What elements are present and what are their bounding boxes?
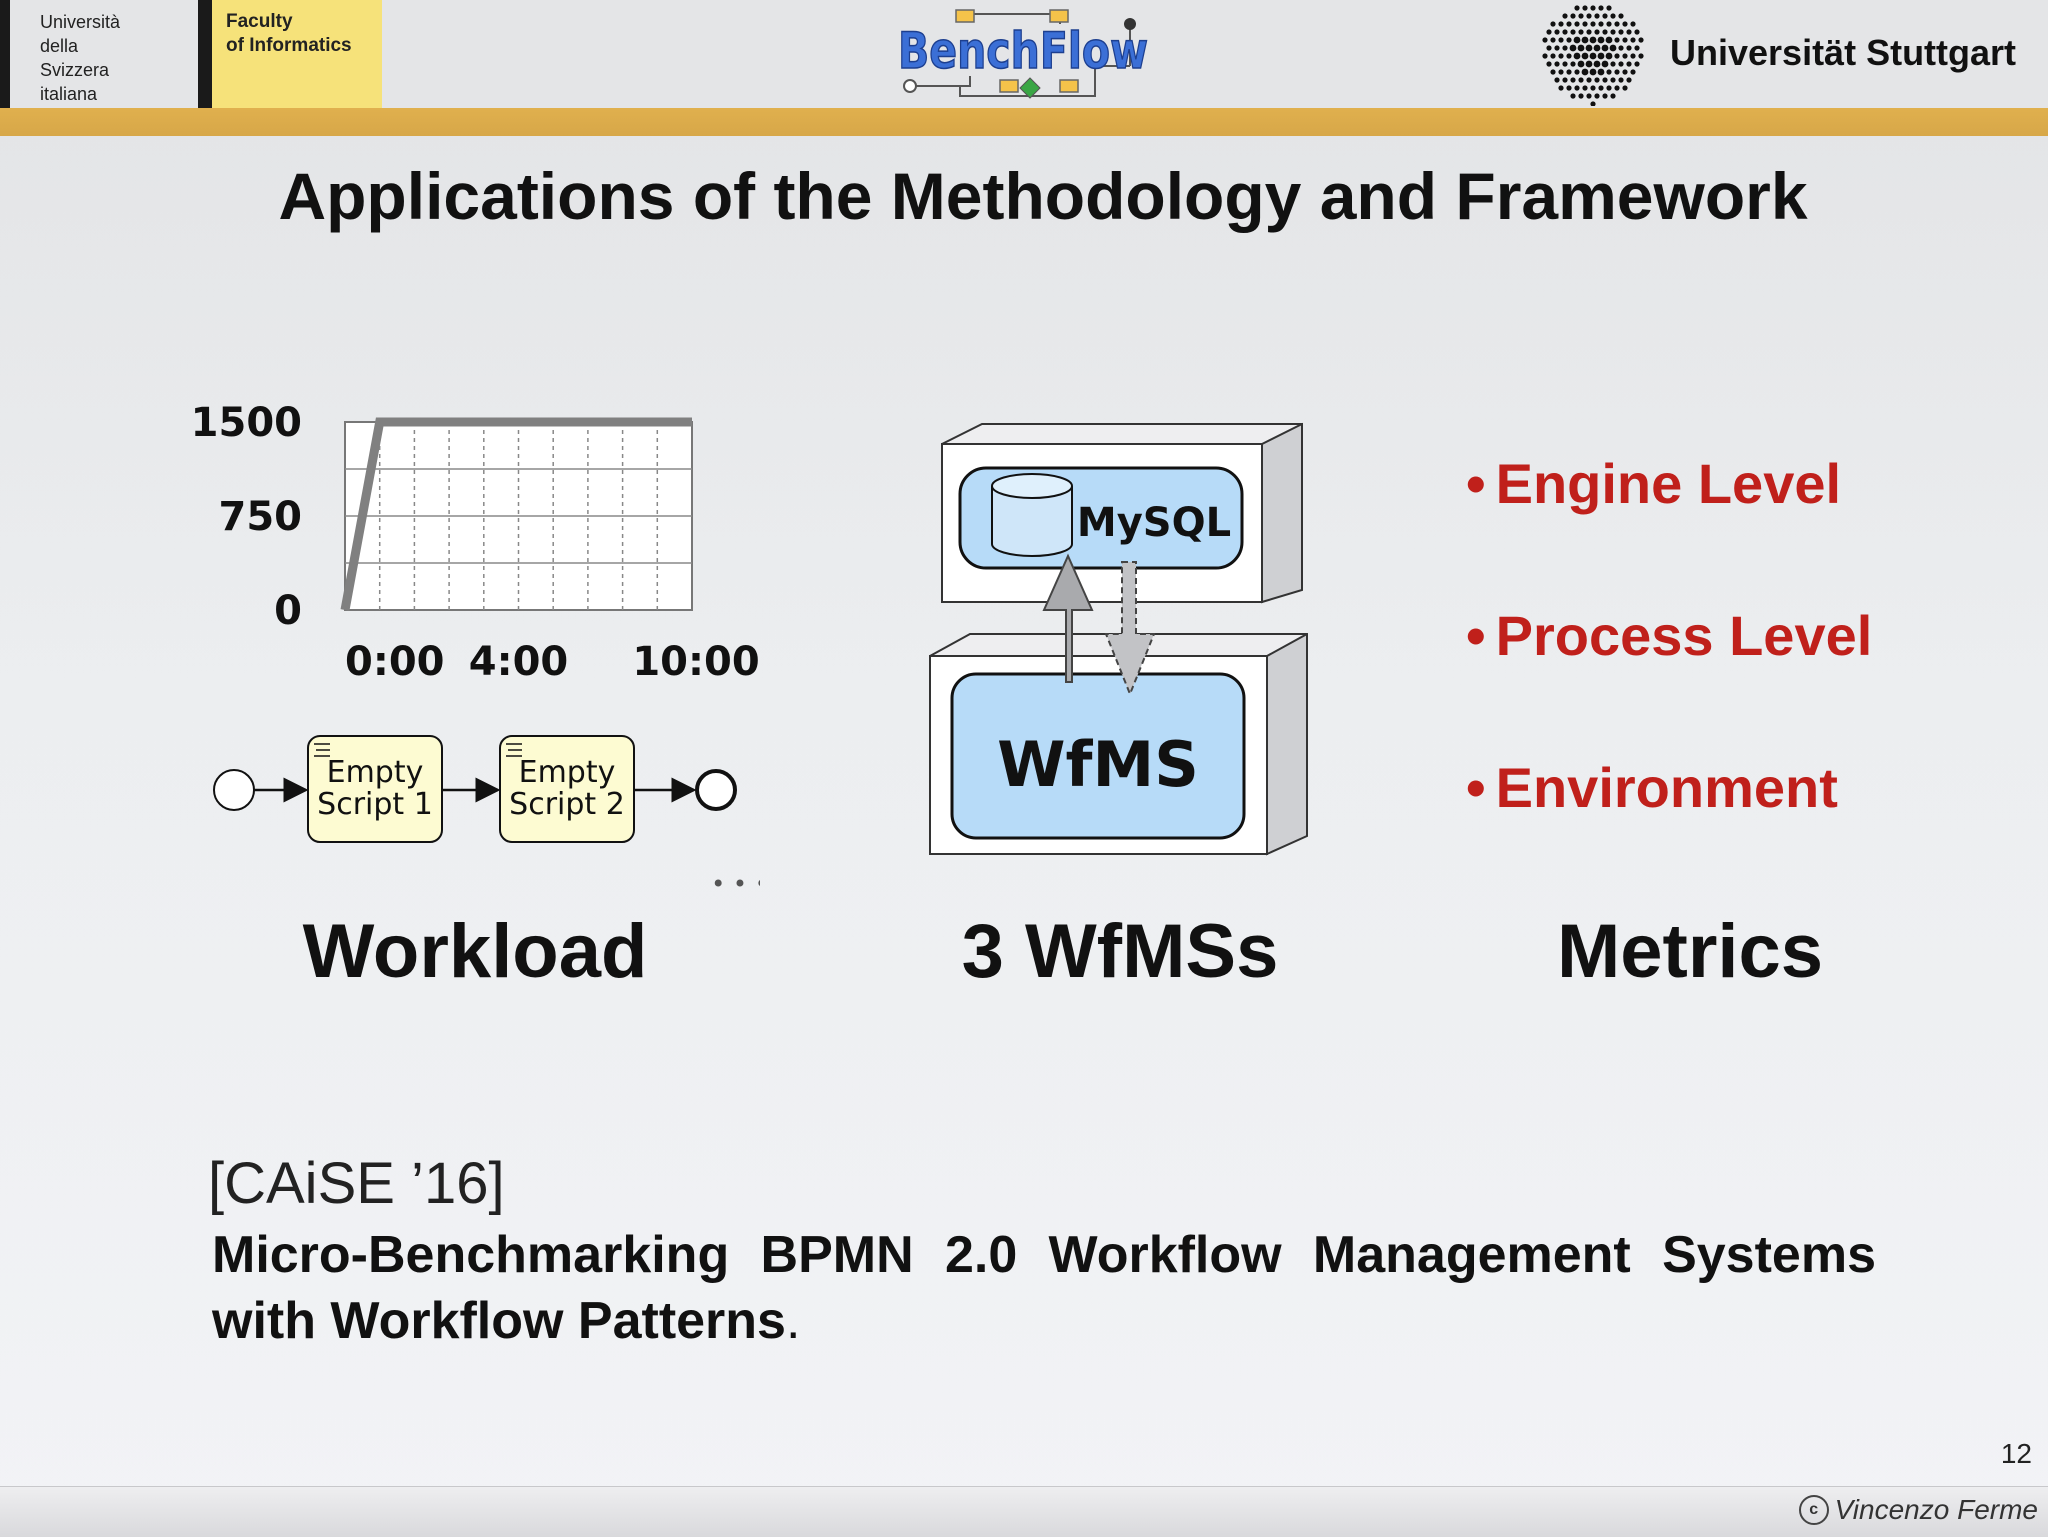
wfms-caption: 3 WfMSs — [961, 909, 1279, 994]
x-tick-label: 0:00 — [345, 639, 445, 685]
benchflow-logo: BenchFlow — [897, 9, 1149, 99]
ellipsis-more: • • • — [711, 870, 760, 898]
partner-university-name: Universität Stuttgart — [1670, 32, 2017, 73]
workload-series-line — [340, 417, 692, 611]
bpmn-start-event — [213, 769, 255, 811]
y-tick-label: 750 — [219, 494, 303, 540]
script-icon — [506, 743, 522, 757]
bullet-icon: • — [1466, 604, 1486, 667]
metric-process-level: •Process Level — [1466, 604, 1873, 667]
metrics-caption: Metrics — [1556, 909, 1824, 994]
metric-environment: •Environment — [1466, 756, 1838, 819]
university-logo-icon — [1542, 5, 1644, 106]
engine-label: WfMS — [997, 728, 1199, 801]
engine-container-box: WfMS — [929, 632, 1308, 856]
slide-header: Università della Svizzera italiana Facul… — [0, 0, 2048, 108]
x-tick-label: 10:00 — [632, 639, 759, 685]
reference-title: Micro-Benchmarking BPMN 2.0 Workflow Man… — [212, 1226, 1876, 1350]
metric-engine-level: •Engine Level — [1466, 452, 1842, 515]
faculty-name: Faculty of Informatics — [226, 11, 352, 56]
header-divider — [198, 0, 212, 108]
reference-venue: [CAiSE ’16] — [208, 1151, 505, 1216]
benchflow-logo-text: BenchFlow — [898, 22, 1148, 80]
y-tick-label: 0 — [274, 588, 302, 634]
workload-chart: 1500 750 0 0:00 4:00 10:00 — [191, 400, 760, 685]
university-name: Università della Svizzera italiana — [40, 12, 121, 104]
y-tick-label: 1500 — [191, 400, 302, 446]
creative-commons-icon: c — [1798, 1495, 1829, 1525]
usi-logo-bar — [0, 0, 10, 108]
footer-bar — [0, 1486, 2048, 1537]
chart-grid — [344, 421, 693, 611]
chart-ticks: 1500 750 0 0:00 4:00 10:00 — [191, 400, 760, 685]
script-icon — [314, 743, 330, 757]
header-accent-bar — [0, 108, 2048, 136]
metrics-list: •Engine Level •Process Level •Environmen… — [1466, 448, 2026, 904]
bullet-icon: • — [1466, 756, 1486, 819]
bpmn-end-event — [695, 769, 737, 811]
database-icon — [991, 473, 1073, 557]
page-number: 12 — [2000, 1438, 2032, 1469]
bullet-icon: • — [1466, 452, 1486, 515]
response-arrow-down — [1104, 561, 1156, 697]
faculty-block: Faculty of Informatics — [212, 0, 382, 108]
db-label: MySQL — [1077, 500, 1231, 546]
chart-series — [340, 417, 692, 611]
query-arrow-up — [1042, 553, 1094, 683]
x-tick-label: 4:00 — [469, 639, 569, 685]
wfms-architecture-diagram: MySQL WfMS — [929, 422, 1308, 856]
slide-title: Applications of the Methodology and Fram… — [278, 159, 1808, 233]
db-container-box: MySQL — [941, 422, 1303, 604]
workload-caption: Workload — [302, 909, 648, 994]
